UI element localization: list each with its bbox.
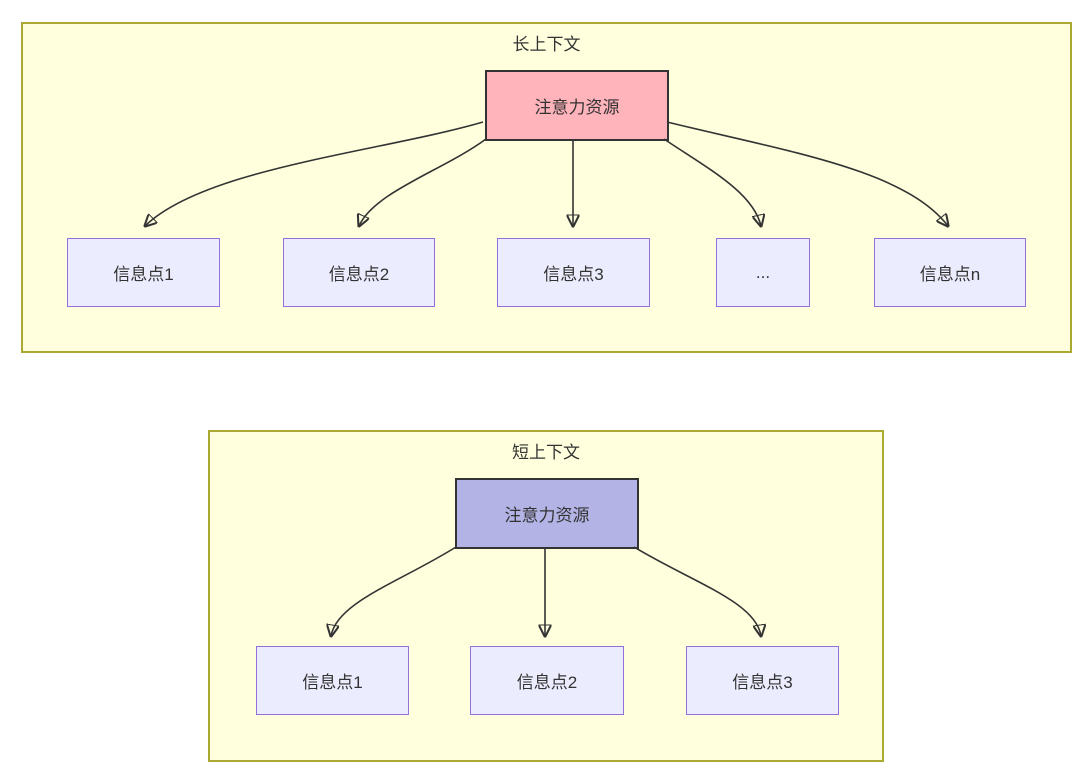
info-node-long-3-label: 信息点3 — [543, 265, 604, 284]
short-context-group: 短上下文 注意力资源 信息点1 信息点2 信息点3 — [208, 430, 884, 762]
info-node-long-ellipsis-label: ... — [755, 262, 771, 282]
long-context-title: 长上下文 — [512, 35, 581, 54]
info-node-long-3: 信息点3 — [497, 238, 650, 307]
long-context-group: 长上下文 注意力资源 信息点1 信息点2 信息点3 ... 信息点n — [21, 22, 1072, 353]
attention-node-short: 注意力资源 — [455, 478, 639, 549]
info-node-short-2: 信息点2 — [470, 646, 624, 715]
short-context-title: 短上下文 — [512, 443, 580, 462]
info-node-short-3-label: 信息点3 — [732, 673, 793, 692]
info-node-long-1: 信息点1 — [67, 238, 220, 307]
info-node-short-1: 信息点1 — [256, 646, 409, 715]
info-node-long-2-label: 信息点2 — [328, 265, 390, 284]
attention-node-long: 注意力资源 — [485, 70, 669, 141]
info-node-long-n: 信息点n — [874, 238, 1026, 307]
info-node-short-1-label: 信息点1 — [302, 673, 363, 692]
info-node-long-ellipsis: ... — [716, 238, 810, 307]
info-node-long-1-label: 信息点1 — [113, 265, 174, 284]
info-node-short-2-label: 信息点2 — [516, 673, 578, 692]
attention-node-long-label: 注意力资源 — [534, 98, 620, 117]
info-node-short-3: 信息点3 — [686, 646, 839, 715]
info-node-long-2: 信息点2 — [283, 238, 435, 307]
info-node-long-n-label: 信息点n — [919, 265, 981, 284]
attention-node-short-label: 注意力资源 — [504, 506, 590, 525]
